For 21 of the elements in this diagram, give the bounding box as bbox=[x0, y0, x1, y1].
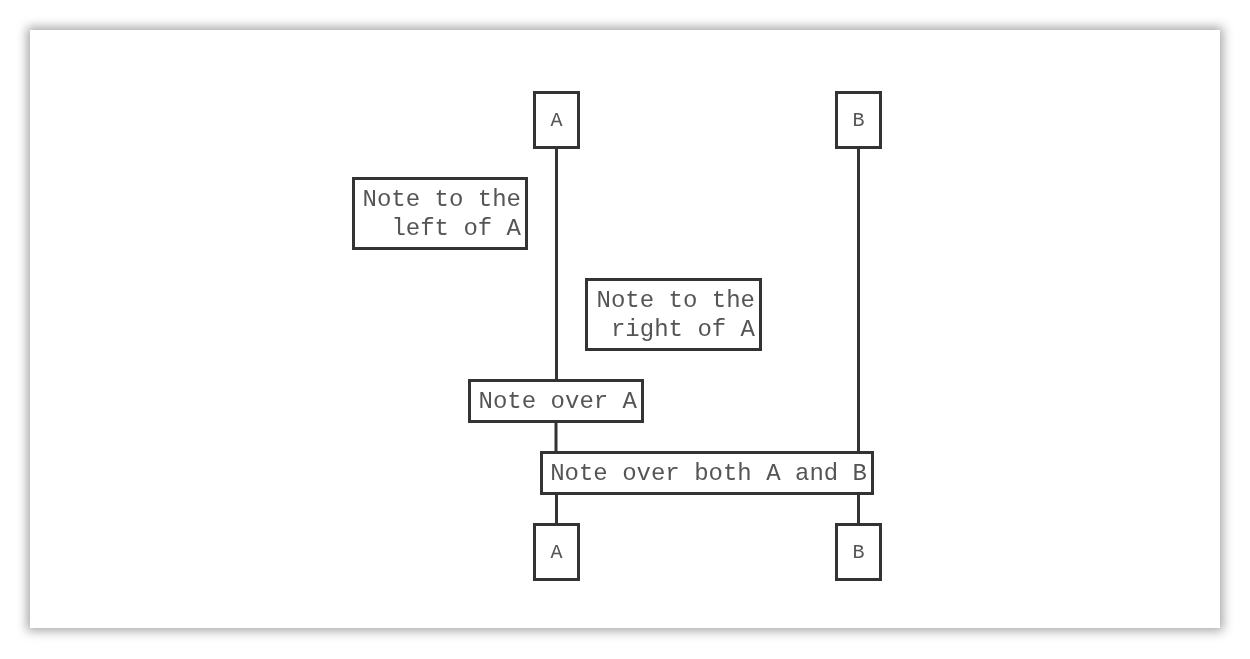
note-box bbox=[585, 278, 762, 351]
note-text: Note over both A and B bbox=[550, 458, 867, 488]
participant-box bbox=[533, 523, 580, 581]
participant-box bbox=[533, 91, 580, 149]
note-box bbox=[468, 379, 644, 423]
note-text: Note to the right of A bbox=[595, 285, 755, 344]
lifeline bbox=[555, 149, 558, 379]
participant-label: B bbox=[852, 107, 865, 134]
participant-box bbox=[835, 91, 882, 149]
lifeline bbox=[555, 495, 558, 523]
participant-label: B bbox=[852, 539, 865, 566]
participant-label: A bbox=[550, 539, 563, 566]
note-box bbox=[352, 177, 528, 250]
note-text: Note over A bbox=[478, 386, 637, 416]
note-box bbox=[540, 451, 874, 495]
participant-box bbox=[835, 523, 882, 581]
note-text: Note to the left of A bbox=[361, 184, 521, 243]
lifeline bbox=[857, 495, 860, 523]
lifeline bbox=[857, 149, 860, 451]
participant-label: A bbox=[550, 107, 563, 134]
lifeline bbox=[554, 423, 558, 451]
